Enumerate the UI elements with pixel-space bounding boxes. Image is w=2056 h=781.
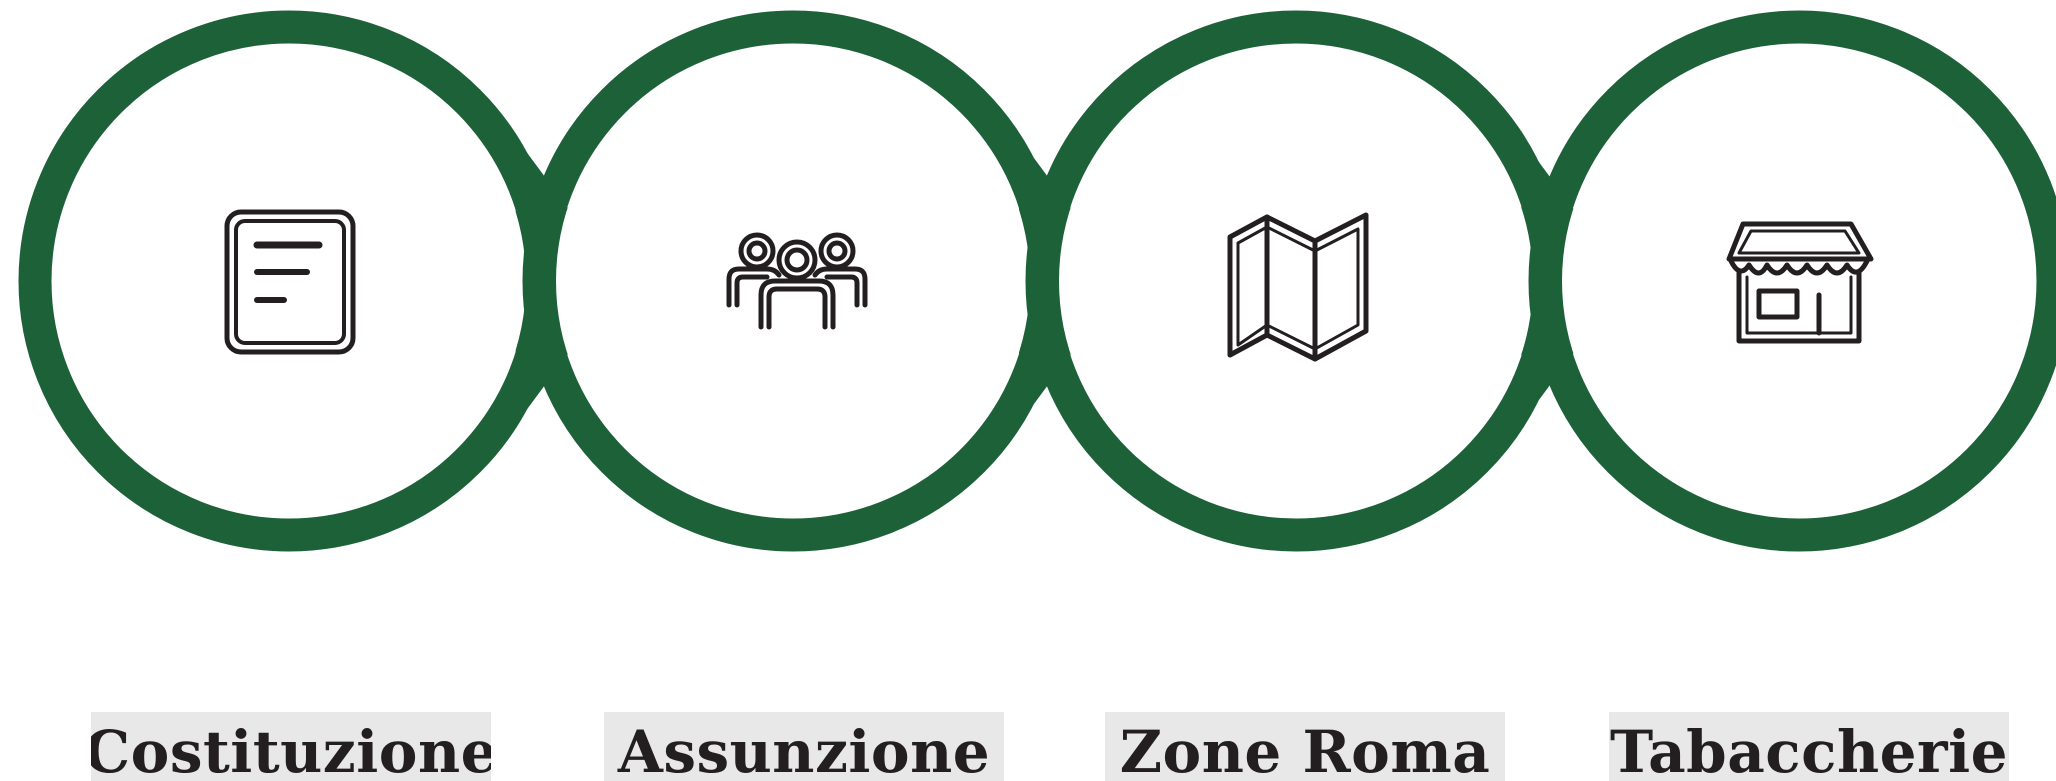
step-1-node	[18, 10, 560, 552]
step-4-node	[1528, 10, 2056, 552]
step-label-3-text: Zone Roma	[1119, 718, 1491, 781]
step-label-3: Zone Roma	[1105, 712, 1505, 781]
team-icon	[726, 232, 868, 330]
step-label-2-text: Assunzione	[617, 718, 991, 781]
step-label-2: Assunzione	[604, 712, 1004, 781]
step-label-4: Tabaccherie	[1609, 712, 2009, 781]
step-4-ring	[1528, 10, 2056, 552]
step-label-1: Costituzione	[91, 712, 491, 781]
step-label-4-text: Tabaccherie	[1609, 718, 2009, 781]
map-icon	[1227, 212, 1369, 362]
step-3-node	[1025, 10, 1567, 552]
shop-icon	[1726, 221, 1874, 344]
step-2-node	[522, 10, 1064, 552]
step-label-1-text: Costituzione	[91, 718, 491, 781]
document-icon	[224, 209, 356, 355]
